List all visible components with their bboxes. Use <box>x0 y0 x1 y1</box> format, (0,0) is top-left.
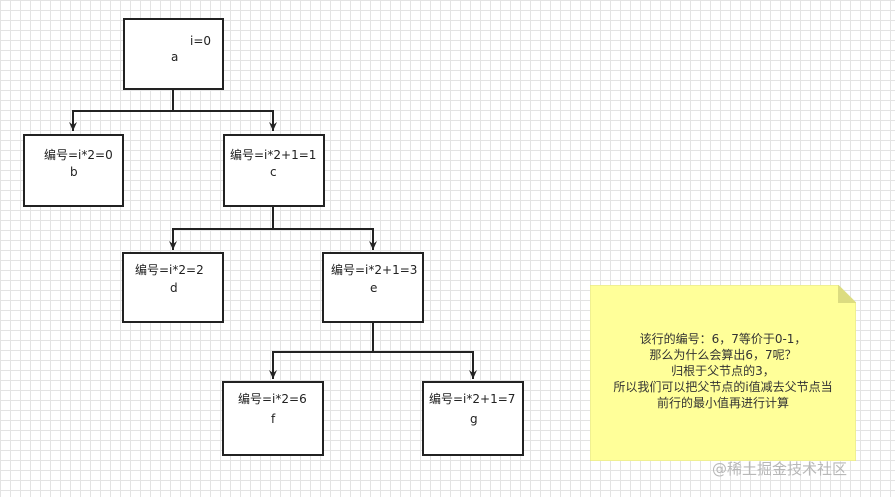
sticky-note-fold <box>838 285 856 303</box>
note-line: 归根于父节点的3， <box>671 364 775 378</box>
note-line: 那么为什么会算出6，7呢？ <box>649 348 797 362</box>
edge-c-e <box>273 228 377 250</box>
note-line: 前行的最小值再进行计算 <box>656 396 789 410</box>
node-d-formula: 编号=i*2=2 <box>135 263 204 277</box>
node-f-letter: f <box>271 412 276 426</box>
edge-c-d <box>169 206 274 250</box>
node-c-letter: c <box>270 165 277 179</box>
edge-a-b <box>69 90 174 131</box>
node-d: 编号=i*2=2 d <box>122 252 224 323</box>
node-a-letter: a <box>171 50 179 64</box>
edge-e-f <box>269 322 374 379</box>
node-g: 编号=i*2+1=7 g <box>422 381 524 456</box>
node-b: 编号=i*2=0 b <box>23 134 124 207</box>
note-line: 该行的编号：6，7等价于0-1， <box>639 332 807 346</box>
sticky-note-body <box>590 285 856 461</box>
node-e-formula: 编号=i*2+1=3 <box>331 263 418 277</box>
sticky-note: 该行的编号：6，7等价于0-1， 那么为什么会算出6，7呢？ 归根于父节点的3，… <box>590 285 856 461</box>
edge-e-g <box>373 351 477 379</box>
node-b-letter: b <box>70 165 78 179</box>
node-d-letter: d <box>170 281 178 295</box>
node-b-formula: 编号=i*2=0 <box>44 148 113 162</box>
node-e: 编号=i*2+1=3 e <box>322 252 424 323</box>
node-a: i=0 a <box>123 18 224 90</box>
sticky-note-text: 该行的编号：6，7等价于0-1， 那么为什么会算出6，7呢？ 归根于父节点的3，… <box>590 331 856 411</box>
node-e-letter: e <box>370 281 378 295</box>
note-line: 所以我们可以把父节点的i值减去父节点当 <box>613 380 833 394</box>
node-c-formula: 编号=i*2+1=1 <box>230 148 317 162</box>
sticky-note-shape <box>590 285 856 461</box>
node-c: 编号=i*2+1=1 c <box>223 134 325 207</box>
node-g-letter: g <box>470 412 478 426</box>
edge-a-c <box>173 110 277 131</box>
watermark: @稀土掘金技术社区 <box>712 460 848 478</box>
node-a-formula: i=0 <box>190 34 212 48</box>
node-f: 编号=i*2=6 f <box>222 381 324 456</box>
node-g-formula: 编号=i*2+1=7 <box>429 392 516 406</box>
node-f-formula: 编号=i*2=6 <box>238 392 307 406</box>
